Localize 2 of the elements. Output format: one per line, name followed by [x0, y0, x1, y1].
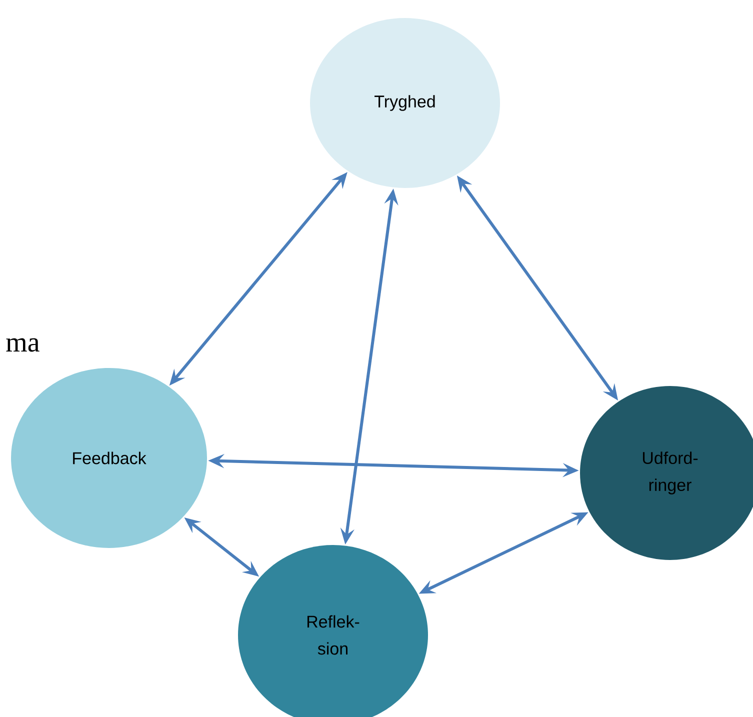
circle-node: Tryghed — [310, 18, 500, 188]
circle-node: Feedback — [11, 368, 207, 548]
